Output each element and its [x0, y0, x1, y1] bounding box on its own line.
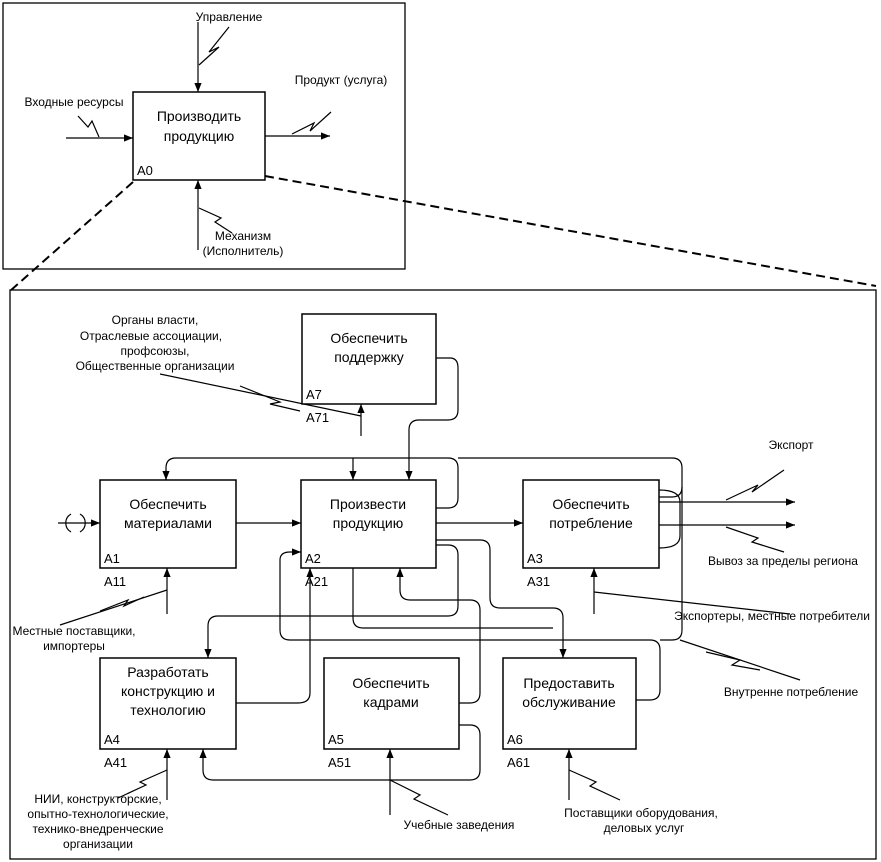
- box-a5: Обеспечить кадрами A5 A51: [323, 657, 460, 770]
- arrow-a7-a2: [405, 357, 459, 480]
- label-equipment-2: деловых услуг: [604, 821, 685, 835]
- box-a3-code: A3: [527, 551, 543, 566]
- label-research-4: организации: [63, 837, 133, 851]
- label-research-3: технико-внедренческие: [32, 822, 163, 836]
- box-a5-title-1: Обеспечить: [352, 675, 429, 691]
- box-a6-title-2: обслуживание: [522, 694, 616, 710]
- arrow-a2-bottom-loop: [352, 568, 553, 629]
- box-a2: Произвести продукцию A2 A21: [300, 479, 437, 589]
- box-a2-title-1: Произвести: [330, 496, 406, 512]
- box-a6: Предоставить обслуживание A6 A61: [502, 657, 637, 770]
- box-a4-code: A4: [104, 732, 120, 747]
- label-authorities-4: Общественные организации: [76, 359, 235, 373]
- decomposition-line-right: [264, 175, 877, 287]
- label-schools: Учебные заведения: [404, 818, 515, 832]
- squiggle-suppliers: [99, 596, 145, 612]
- box-a4-title-1: Разработать: [127, 664, 208, 680]
- arrow-a2-a4: [204, 544, 459, 658]
- context-output-label: Продукт (услуга): [295, 73, 388, 87]
- squiggle-research: [117, 769, 168, 799]
- label-export: Экспорт: [768, 438, 814, 452]
- decomposition-frame: [9, 289, 877, 860]
- box-a2-ref: A21: [305, 574, 328, 589]
- box-a0: Производить продукцию A0: [132, 91, 266, 181]
- box-a0-title-1: Производить: [157, 108, 241, 124]
- box-a5-ref: A51: [328, 755, 351, 770]
- feedback-a3-top: [458, 457, 683, 498]
- box-a4-ref: A41: [104, 755, 127, 770]
- mech-a3-leader: [593, 591, 791, 615]
- box-a2-code: A2: [305, 551, 321, 566]
- arrow-a2-a6: [436, 539, 567, 658]
- label-research-1: НИИ, конструкторские,: [34, 792, 161, 806]
- input-a1-tunnel: [65, 513, 86, 533]
- box-a7-code: A7: [306, 387, 322, 402]
- box-a0-title-2: продукцию: [164, 128, 234, 144]
- box-a1-title-2: материалами: [124, 515, 212, 531]
- box-a7: Обеспечить поддержку A7 A71: [301, 313, 437, 425]
- squiggle-export: [725, 469, 785, 501]
- label-internal: Внутренне потребление: [724, 685, 859, 699]
- box-a1-ref: A11: [104, 574, 126, 589]
- box-a3: Обеспечить потребление A3 A31: [522, 479, 660, 589]
- box-a1-title-1: Обеспечить: [129, 496, 206, 512]
- box-a5-title-2: кадрами: [363, 694, 418, 710]
- box-a1: Обеспечить материалами A1 A11: [99, 479, 237, 589]
- label-export-out: Вывоз за пределы региона: [708, 554, 858, 568]
- squiggle-equipment: [568, 769, 621, 801]
- context-frame: [2, 2, 406, 270]
- squiggle-export-out: [725, 526, 785, 553]
- squiggle-input: [77, 115, 100, 138]
- box-a3-title-2: потребление: [549, 515, 633, 531]
- box-a7-title-2: поддержку: [334, 349, 404, 365]
- box-a4-title-3: технологию: [130, 702, 205, 718]
- box-a4-title-2: конструкцию и: [121, 683, 215, 699]
- box-a3-title-1: Обеспечить: [552, 496, 629, 512]
- squiggle-authorities: [239, 385, 301, 412]
- label-authorities-3: профсоюзы,: [121, 344, 190, 358]
- arrow-internal-consumption: [660, 487, 683, 641]
- squiggle-mechanism: [198, 207, 233, 234]
- box-a7-ref: A71: [306, 410, 329, 425]
- box-a2-title-2: продукцию: [333, 515, 403, 531]
- box-a6-code: A6: [507, 732, 523, 747]
- context-input-label: Входные ресурсы: [25, 95, 124, 109]
- feedback-top-loop: [165, 457, 459, 509]
- label-exporters: Экспортеры, местные потребители: [674, 609, 870, 623]
- box-a0-code: A0: [137, 163, 153, 178]
- squiggle-schools: [389, 779, 449, 816]
- box-a7-title-1: Обеспечить: [330, 330, 407, 346]
- box-a4: Разработать конструкцию и технологию A4 …: [99, 657, 237, 770]
- arrow-a6-a2: [279, 548, 661, 701]
- context-mechanism-label-2: (Исполнитель): [203, 244, 284, 258]
- box-a3-ref: A31: [527, 574, 550, 589]
- label-research-2: опытно-технологические,: [27, 807, 168, 821]
- mech-a1-leader: [59, 589, 168, 626]
- label-authorities-1: Органы власти,: [112, 313, 199, 327]
- box-a1-code: A1: [104, 551, 120, 566]
- arrow-a5-a2: [396, 568, 481, 704]
- squiggle-internal: [705, 651, 761, 671]
- arrow-a4-a2: [236, 568, 314, 704]
- mech-a7-leader: [159, 373, 362, 417]
- label-authorities-2: Отраслевые ассоциации,: [80, 329, 222, 343]
- label-suppliers-1: Местные поставщики,: [12, 624, 135, 638]
- decomposition-line-left: [9, 181, 134, 292]
- label-equipment-1: Поставщики оборудования,: [564, 806, 718, 820]
- arrow-a5-a4: [199, 724, 481, 781]
- context-control-label: Управление: [196, 10, 263, 24]
- box-a5-code: A5: [328, 732, 344, 747]
- box-a6-title-1: Предоставить: [523, 675, 614, 691]
- box-a6-ref: A61: [507, 755, 530, 770]
- context-mechanism-label-1: Механизм: [215, 229, 271, 243]
- label-suppliers-2: импортеры: [43, 639, 105, 653]
- squiggle-control: [198, 26, 230, 66]
- squiggle-output: [291, 111, 332, 135]
- a3-right-bracket: [658, 489, 681, 549]
